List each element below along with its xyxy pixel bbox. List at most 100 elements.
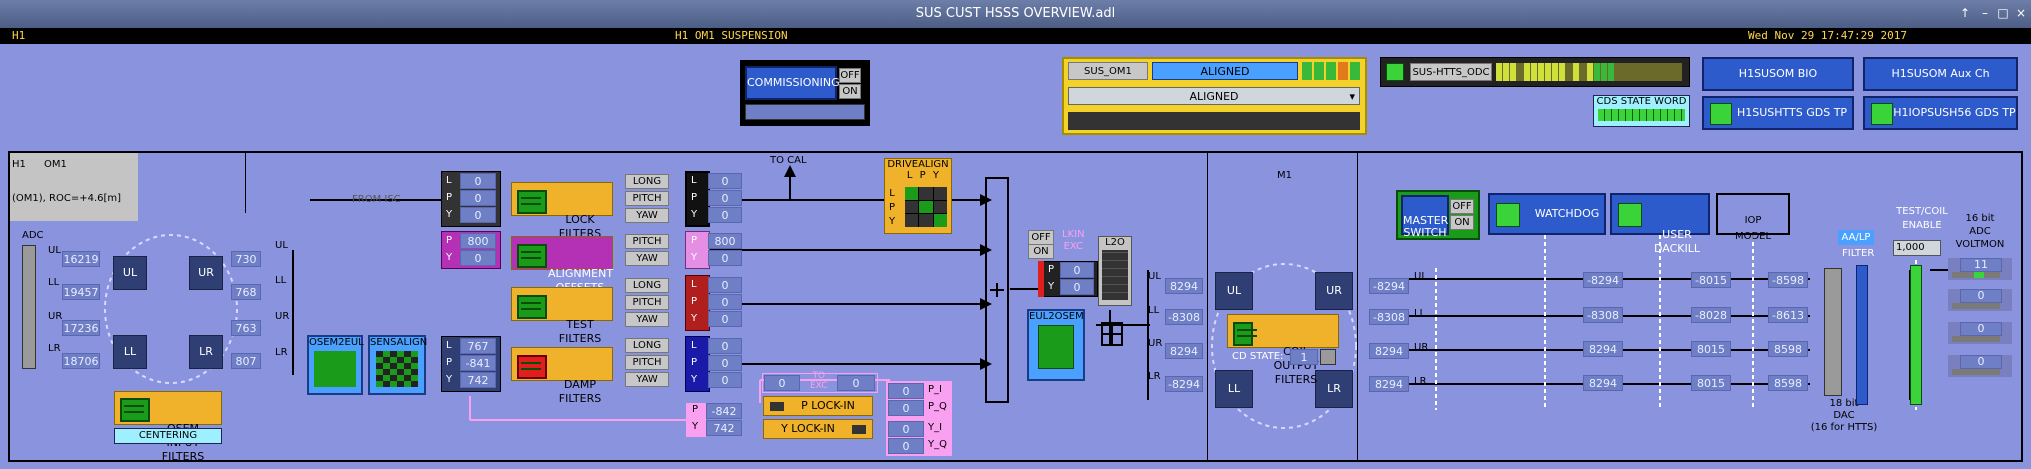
test-coil-value-input[interactable]: 1,000: [1893, 240, 1941, 256]
damp-filters-button[interactable]: DAMP FILTERS: [511, 347, 613, 405]
damp-pitch-button[interactable]: PITCH: [625, 355, 669, 370]
adc-channel-label: UR: [48, 311, 63, 322]
voltmon-label: 16 bit ADC VOLTMON: [1955, 213, 2005, 250]
voltmon-ul-value: 11: [1960, 258, 2002, 272]
master-on-button[interactable]: ON: [1450, 215, 1474, 230]
iop-gds-tp-button[interactable]: H1IOPSUSH56 GDS TP: [1863, 96, 2018, 130]
osem-node-ul[interactable]: UL: [113, 256, 147, 290]
voltmon-lr-value: 0: [1960, 355, 2002, 369]
aa-filter-block[interactable]: [1856, 265, 1868, 405]
lkin-off-button[interactable]: OFF: [1028, 230, 1054, 245]
chain-label: LR: [1414, 376, 1427, 387]
lockin-iq-label: Y_I: [928, 422, 943, 433]
drivealign-row-label: L: [889, 188, 895, 199]
l2o-label: L2O: [1105, 237, 1125, 248]
master-switch-button[interactable]: MASTER SWITCH: [1401, 195, 1449, 239]
voltmon-ll-meter: 0: [1948, 289, 2012, 311]
centering-button[interactable]: CENTERING: [114, 428, 222, 444]
test-pitch-button[interactable]: PITCH: [625, 295, 669, 310]
guardian-state: ALIGNED: [1152, 62, 1298, 80]
alignment-offsets-button[interactable]: ALIGNMENT OFFSETS: [511, 236, 613, 294]
lock-yaw-button[interactable]: YAW: [625, 208, 669, 223]
test-coil-enable-label: TEST/COIL ENABLE: [1896, 206, 1948, 231]
lock-filters-button[interactable]: LOCK FILTERS: [511, 182, 613, 240]
close-icon[interactable]: ×: [2015, 6, 2027, 20]
aux-channel-button[interactable]: H1SUSOM Aux Ch: [1863, 57, 2018, 91]
osem-node-ll[interactable]: LL: [113, 335, 147, 369]
align-out-y-value: 0: [708, 250, 742, 266]
watchdog-button[interactable]: WATCHDOG: [1488, 193, 1606, 235]
damp-long-button[interactable]: LONG: [625, 338, 669, 353]
p-lockin-button[interactable]: P LOCK-IN: [763, 396, 873, 416]
commissioning-off-button[interactable]: OFF: [839, 68, 861, 83]
optic-info-box: H1 OM1 (OM1), ROC=+4.6[m]: [10, 153, 138, 221]
iop-model-label: IOP MODEL: [1734, 215, 1772, 242]
damp-dof-label: L: [446, 340, 452, 351]
drivealign-button[interactable]: DRIVEALIGN L P Y L P Y: [884, 158, 952, 234]
align-yaw-button[interactable]: YAW: [625, 251, 669, 266]
dackill-button[interactable]: USER DACKILL: [1610, 193, 1710, 255]
lock-dof-label: P: [446, 192, 453, 203]
osem2eul-button[interactable]: OSEM2EUL: [307, 335, 364, 395]
damp-p-value: -841: [460, 355, 496, 371]
test-filters-button[interactable]: TEST FILTERS: [511, 287, 613, 345]
eul2osem-label: EUL2OSEM: [1029, 311, 1084, 322]
odc-button[interactable]: SUS-HTTS_ODC: [1410, 63, 1492, 81]
osem-input-filters-button[interactable]: OSEM INPUT FILTERS: [114, 391, 222, 463]
adc-block[interactable]: [22, 245, 36, 369]
info-optic: OM1: [44, 159, 67, 170]
dac-block[interactable]: [1824, 268, 1842, 396]
bio-button[interactable]: H1SUSOM BIO: [1702, 57, 1854, 91]
osem-bus: [292, 250, 294, 375]
coil-node-lr[interactable]: LR: [1315, 370, 1353, 408]
align-dof-label: P: [446, 235, 453, 246]
maximize-icon[interactable]: □: [1997, 6, 2009, 20]
l2o-button[interactable]: L2O: [1098, 236, 1132, 306]
sensalign-button[interactable]: SENSALIGN: [368, 335, 427, 395]
cds-state-word: CDS STATE WORD: [1593, 95, 1690, 127]
osem-node-lr[interactable]: LR: [189, 335, 223, 369]
p-lockin-label: P LOCK-IN: [801, 399, 855, 412]
coil-node-ul[interactable]: UL: [1215, 272, 1253, 310]
lockin-py-block: [686, 403, 706, 437]
test-coil-enable-block[interactable]: [1910, 265, 1922, 405]
chain-label: UR: [1414, 342, 1429, 353]
eul-out-lr-value: -8294: [1165, 376, 1203, 392]
adc-ll-value: 19457: [62, 284, 100, 300]
coil-node-ur[interactable]: UR: [1315, 272, 1353, 310]
lock-pitch-button[interactable]: PITCH: [625, 191, 669, 206]
osem-lr-value: 807: [231, 353, 261, 369]
coil-node-ll[interactable]: LL: [1215, 370, 1253, 408]
lockin-p-value: -842: [706, 403, 742, 419]
cd-state-label: CD STATE:: [1232, 351, 1284, 362]
commissioning-button[interactable]: COMMISSIONING: [745, 66, 840, 100]
window-menu-icon[interactable]: ↑: [1959, 6, 1971, 20]
damp-yaw-button[interactable]: YAW: [625, 372, 669, 387]
master-off-button[interactable]: OFF: [1450, 199, 1474, 214]
lkin-on-button[interactable]: ON: [1028, 244, 1054, 259]
y-lockin-button[interactable]: Y LOCK-IN: [763, 419, 873, 439]
lock-output-label: Y: [691, 209, 698, 220]
test-long-button[interactable]: LONG: [625, 278, 669, 293]
filter-icon: [120, 398, 150, 422]
damp-l-value: 767: [460, 338, 496, 354]
lock-output-block: [685, 171, 710, 227]
commissioning-on-button[interactable]: ON: [839, 84, 861, 99]
minimize-icon[interactable]: –: [1982, 6, 1988, 20]
cd-state-menu-icon[interactable]: [1320, 349, 1336, 365]
lock-long-button[interactable]: LONG: [625, 174, 669, 189]
chain-col2-value: -8294: [1583, 272, 1623, 288]
gds-tp-light: [1710, 103, 1732, 125]
eul2osem-button[interactable]: EUL2OSEM: [1027, 309, 1085, 381]
lock-y-value: 0: [460, 207, 496, 223]
htts-gds-tp-button[interactable]: H1SUSHTTS GDS TP: [1702, 96, 1854, 130]
coil-output-filters-button[interactable]: COIL OUTPUT FILTERS: [1227, 314, 1339, 386]
osem-node-ur[interactable]: UR: [189, 256, 223, 290]
chain-col1-value: -8308: [1369, 309, 1409, 325]
guardian-message: [1068, 112, 1360, 130]
test-yaw-button[interactable]: YAW: [625, 312, 669, 327]
align-pitch-button[interactable]: PITCH: [625, 234, 669, 249]
guardian-request-menu[interactable]: ALIGNED ▾: [1068, 87, 1360, 105]
guardian-node-button[interactable]: SUS_OM1: [1068, 62, 1148, 80]
lock-dof-label: L: [446, 175, 452, 186]
